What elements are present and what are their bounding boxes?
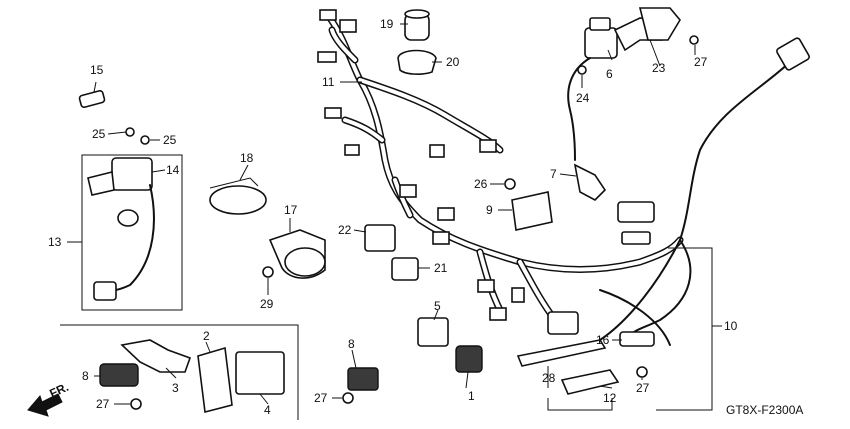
harness-connector: [432, 231, 450, 245]
part-19-top: [404, 9, 430, 19]
part-25-screw-a: [125, 127, 135, 137]
part-21-relay: [391, 257, 419, 281]
callout: 12: [603, 391, 617, 405]
callout: 9: [486, 203, 493, 217]
callout: 22: [338, 223, 352, 237]
callout: 10: [724, 319, 738, 333]
leader-lines: [67, 23, 722, 405]
part-12-clip: [560, 369, 620, 395]
part-26-nut: [504, 178, 516, 190]
callout: 19: [380, 17, 394, 31]
callout: 20: [446, 55, 460, 69]
callout: 25: [92, 127, 106, 141]
callout-numbers: 1 2 3 4 5 6 7 8 8 9 10 11 12 13 14 15 16…: [48, 17, 738, 417]
part-22-relay: [364, 224, 396, 252]
wire-harness: [317, 9, 684, 324]
callout: 13: [48, 235, 62, 249]
harness-clamp: [547, 311, 579, 335]
part-3-bracket: [120, 339, 192, 373]
part-27-bolt-a: [130, 398, 142, 410]
callout: 7: [550, 167, 557, 181]
callout: 2: [203, 329, 210, 343]
callout: 11: [322, 75, 335, 89]
part-5-unit: [417, 317, 449, 347]
plug-connector: [776, 37, 810, 71]
part-27-bolt-b: [342, 392, 354, 404]
plug-cap: [573, 163, 607, 201]
harness-connector: [621, 231, 651, 245]
bracket-23: [638, 7, 681, 41]
part-1-unit: [455, 345, 483, 373]
callout: 16: [596, 333, 610, 347]
callout: 27: [314, 391, 328, 405]
part-29-bolt: [262, 266, 274, 278]
callout: 15: [90, 63, 104, 77]
harness-connector: [477, 279, 495, 293]
harness-connector: [324, 107, 342, 119]
switch-connector: [93, 281, 117, 301]
regulator-part: [617, 201, 655, 223]
callout: 14: [166, 163, 180, 177]
diagram-code: GT8X-F2300A: [726, 403, 803, 417]
callout: 29: [260, 297, 274, 311]
part-15-key: [78, 89, 106, 109]
callout: 6: [606, 67, 613, 81]
harness-connector: [317, 51, 337, 63]
part-25-screw-b: [140, 135, 150, 145]
ignition-coil-top: [589, 17, 611, 31]
callout: 17: [284, 203, 298, 217]
group-13-frame: [81, 154, 183, 311]
part-18-horn: [209, 185, 267, 215]
harness-connector: [319, 9, 337, 21]
callout: 8: [348, 337, 355, 351]
harness-connector: [399, 184, 417, 198]
harness-connector: [344, 144, 360, 156]
part-8-relay: [99, 363, 139, 387]
part-4-unit: [235, 351, 285, 395]
callout: 27: [694, 55, 708, 69]
fr-arrow-icon: [27, 393, 63, 417]
callout: 1: [468, 389, 475, 403]
sub-harness: [519, 37, 810, 360]
part-2-cover: [197, 346, 233, 414]
ignition-coil: [584, 27, 618, 59]
callout: 5: [434, 299, 441, 313]
callout: 3: [172, 381, 179, 395]
harness-connector: [489, 307, 507, 321]
callout: 27: [636, 381, 650, 395]
callout: 21: [434, 261, 448, 275]
lower-group-frame: [60, 324, 299, 420]
group-10-bracket: [656, 247, 713, 411]
callout: 28: [542, 371, 556, 385]
key-cylinder: [117, 209, 139, 227]
callout: 26: [474, 177, 488, 191]
part-16-sensor: [619, 331, 655, 347]
callout: 4: [264, 403, 271, 417]
callout: 27: [96, 397, 110, 411]
key: [87, 171, 115, 196]
callout: 24: [576, 91, 590, 105]
part-24-bolt: [577, 65, 587, 75]
callout: 18: [240, 151, 254, 165]
part-9-unit: [511, 191, 553, 231]
callout: 25: [163, 133, 177, 147]
harness-connector: [511, 287, 525, 303]
part-27-bolt-c: [636, 366, 648, 378]
part-17-horn-body: [284, 247, 326, 277]
ignition-coil-assembly: [567, 7, 681, 201]
callout: 8: [82, 369, 89, 383]
fr-label: FR.: [47, 380, 70, 401]
callout: 23: [652, 61, 666, 75]
part-20-band: [397, 49, 437, 75]
part-8-relay-b: [347, 367, 379, 391]
harness-connector: [339, 19, 357, 33]
harness-connector: [429, 144, 445, 158]
part-14-switch: [111, 157, 153, 191]
harness-connector: [479, 139, 497, 153]
part-28-band: [516, 339, 607, 367]
part-27-bolt-d: [689, 35, 699, 45]
harness-connector: [437, 207, 455, 221]
